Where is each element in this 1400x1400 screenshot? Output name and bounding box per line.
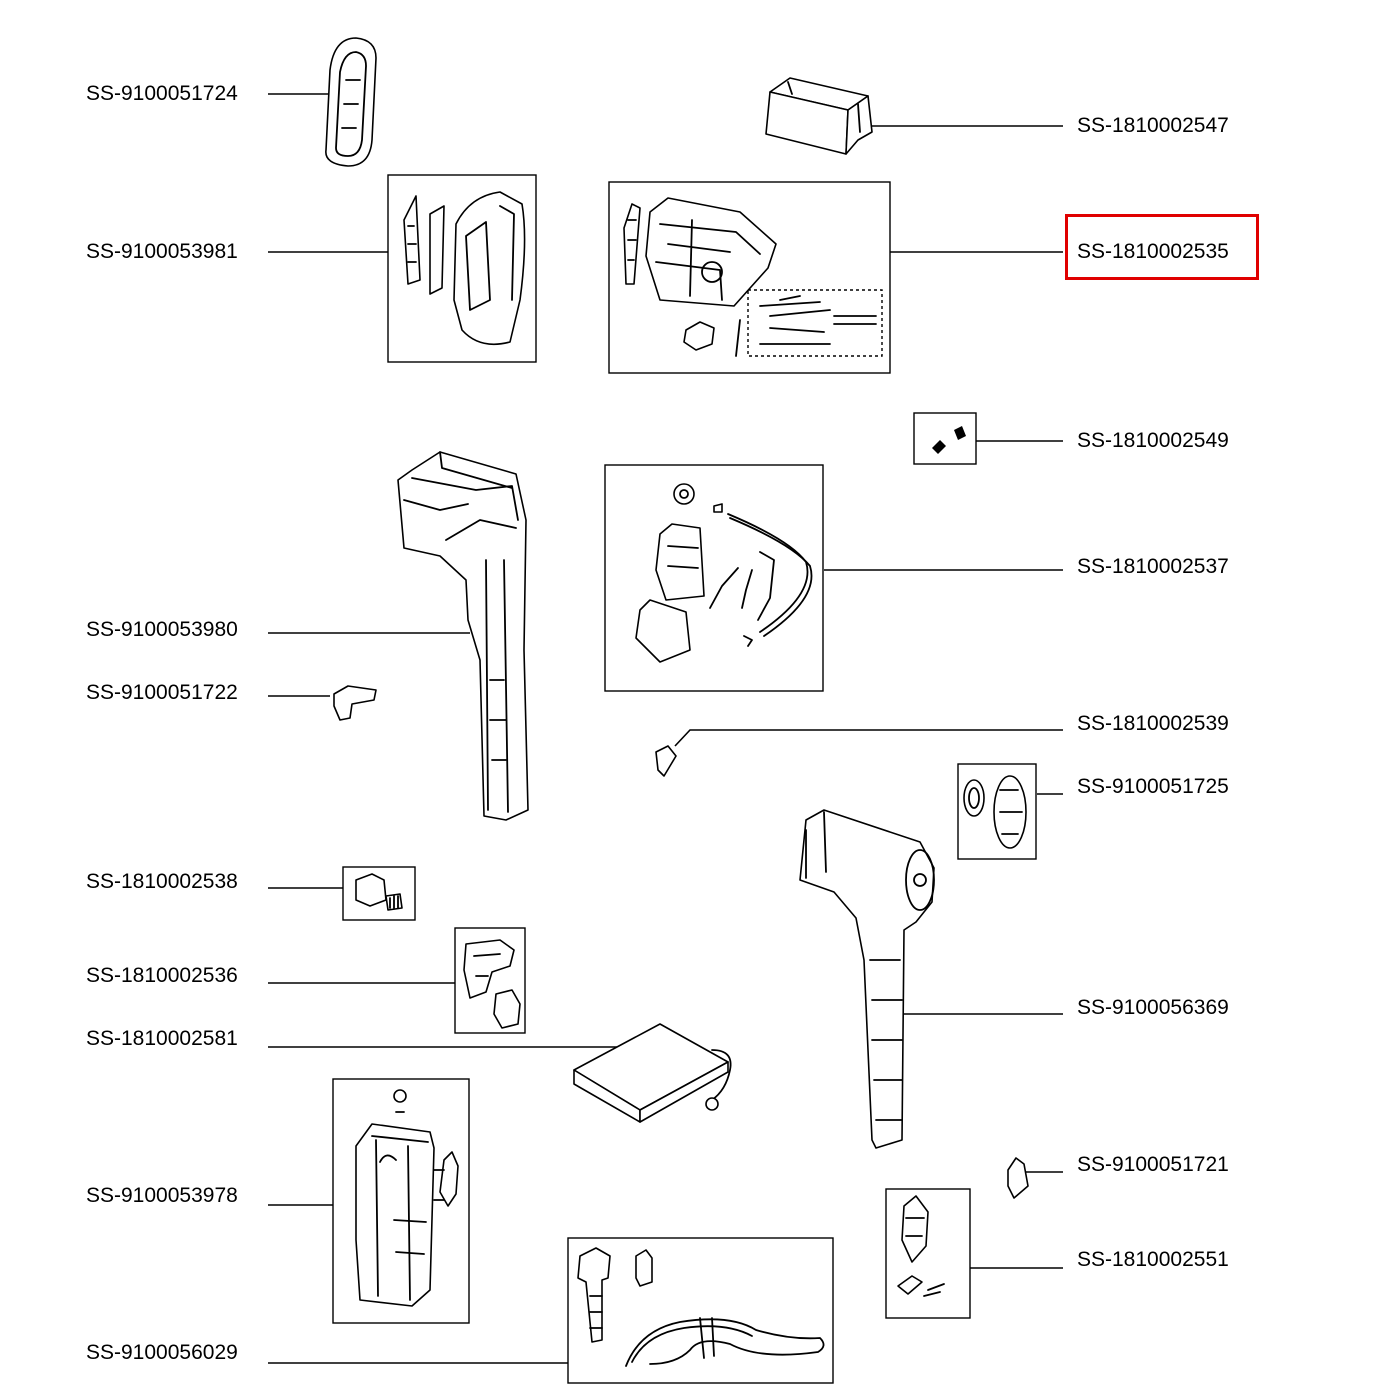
part-label-1810002539[interactable]: SS-1810002539 xyxy=(1077,712,1229,735)
part-1810002536-drawing xyxy=(463,939,521,1029)
part-label-1810002535[interactable]: SS-1810002535 xyxy=(1077,240,1229,263)
part-label-9100056029[interactable]: SS-9100056029 xyxy=(86,1341,238,1364)
part-label-1810002549[interactable]: SS-1810002549 xyxy=(1077,429,1229,452)
part-label-9100053978[interactable]: SS-9100053978 xyxy=(86,1184,238,1207)
part-1810002551-drawing xyxy=(897,1195,945,1297)
part-1810002549-drawing xyxy=(932,426,966,454)
part-1810002537-drawing xyxy=(635,483,813,663)
part-label-1810002538[interactable]: SS-1810002538 xyxy=(86,870,238,893)
part-label-9100053980[interactable]: SS-9100053980 xyxy=(86,618,238,641)
part-label-9100051722[interactable]: SS-9100051722 xyxy=(86,681,238,704)
part-1810002538-drawing xyxy=(355,873,403,911)
part-9100051725-drawing xyxy=(963,775,1027,849)
part-9100053978-drawing xyxy=(355,1089,459,1307)
part-label-9100051721[interactable]: SS-9100051721 xyxy=(1077,1153,1229,1176)
highlight-frame xyxy=(1065,214,1259,280)
part-label-1810002537[interactable]: SS-1810002537 xyxy=(1077,555,1229,578)
part-label-1810002547[interactable]: SS-1810002547 xyxy=(1077,114,1229,137)
part-label-9100056369[interactable]: SS-9100056369 xyxy=(1077,996,1229,1019)
part-1810002581-drawing xyxy=(573,1023,732,1123)
part-label-1810002536[interactable]: SS-1810002536 xyxy=(86,964,238,987)
part-9100051722-drawing xyxy=(333,685,377,721)
part-9100056029-drawing xyxy=(577,1247,825,1367)
part-9100051724-drawing xyxy=(325,37,377,167)
part-1810002539-drawing xyxy=(655,745,677,777)
part-label-9100051724[interactable]: SS-9100051724 xyxy=(86,82,238,105)
part-label-9100051725[interactable]: SS-9100051725 xyxy=(1077,775,1229,798)
part-label-1810002581[interactable]: SS-1810002581 xyxy=(86,1027,238,1050)
part-9100053980-drawing xyxy=(397,451,529,821)
part-9100051721-drawing xyxy=(1007,1157,1029,1199)
part-1810002535-drawing xyxy=(623,197,883,357)
part-label-1810002551[interactable]: SS-1810002551 xyxy=(1077,1248,1229,1271)
part-label-9100053981[interactable]: SS-9100053981 xyxy=(86,240,238,263)
part-1810002547-drawing xyxy=(765,77,873,155)
part-9100056369-drawing xyxy=(799,809,935,1149)
part-9100053981-drawing xyxy=(403,191,526,346)
